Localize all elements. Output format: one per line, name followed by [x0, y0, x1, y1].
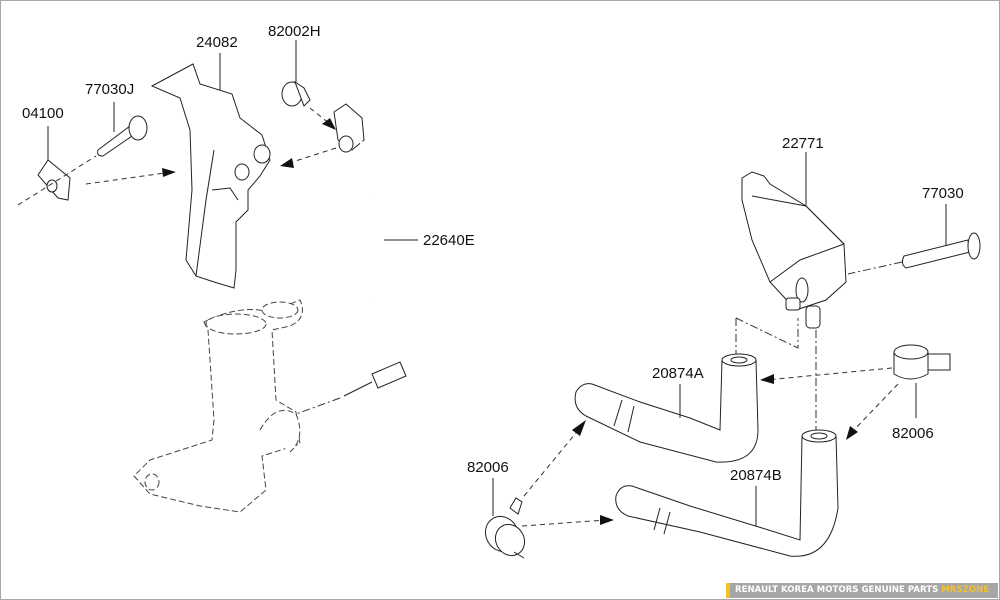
label-82006-right[interactable]: 82006	[892, 425, 934, 442]
part-77030J-screw[interactable]	[97, 115, 148, 157]
label-20874A[interactable]: 20874A	[652, 365, 704, 382]
arrow-icon	[600, 515, 614, 525]
part-22771-sensor[interactable]	[741, 171, 847, 329]
label-77030[interactable]: 77030	[922, 185, 964, 202]
label-04100[interactable]: 04100	[22, 105, 64, 122]
arrow-icon	[322, 118, 336, 130]
label-24082[interactable]: 24082	[196, 34, 238, 51]
footer-text: RENAULT KOREA MOTORS GENUINE PARTS	[735, 585, 939, 595]
assembly-line	[765, 367, 893, 381]
assembly-line	[735, 317, 799, 360]
arrow-icon	[572, 420, 586, 436]
label-20874B[interactable]: 20874B	[730, 467, 782, 484]
part-20874A-hose[interactable]	[574, 353, 759, 463]
part-82002H-clip[interactable]	[281, 80, 311, 107]
part-82006-clamp-left[interactable]	[479, 497, 530, 561]
part-04100-clip-nut[interactable]	[37, 159, 71, 201]
assembly-line	[847, 261, 903, 275]
assembly-line	[17, 155, 97, 206]
assembly-line	[523, 427, 581, 497]
assembly-line	[851, 383, 899, 433]
arrow-icon	[846, 426, 858, 440]
footer-brand: MRSZONE	[941, 585, 990, 595]
part-22640E-sensor-cable[interactable]	[343, 139, 416, 397]
part-82006-clamp-right[interactable]	[893, 344, 951, 380]
assembly-line	[285, 147, 337, 165]
part-77030-screw[interactable]	[901, 232, 981, 269]
part-transmission-housing	[133, 299, 303, 513]
label-22640E[interactable]: 22640E	[423, 232, 475, 249]
part-24082-pedal[interactable]	[150, 63, 271, 289]
assembly-line	[85, 171, 173, 185]
arrow-icon	[280, 158, 294, 168]
arrow-icon	[760, 374, 774, 384]
label-82002H[interactable]: 82002H	[268, 23, 321, 40]
arrow-icon	[162, 168, 176, 177]
part-sensor-connector[interactable]	[333, 103, 365, 153]
footer-watermark: RENAULT KOREA MOTORS GENUINE PARTS MRSZO…	[726, 583, 998, 598]
assembly-line	[521, 519, 607, 527]
label-77030J[interactable]: 77030J	[85, 81, 134, 98]
part-20874B-hose[interactable]	[615, 429, 839, 557]
label-22771[interactable]: 22771	[782, 135, 824, 152]
assembly-line	[295, 397, 341, 415]
label-82006-left[interactable]: 82006	[467, 459, 509, 476]
